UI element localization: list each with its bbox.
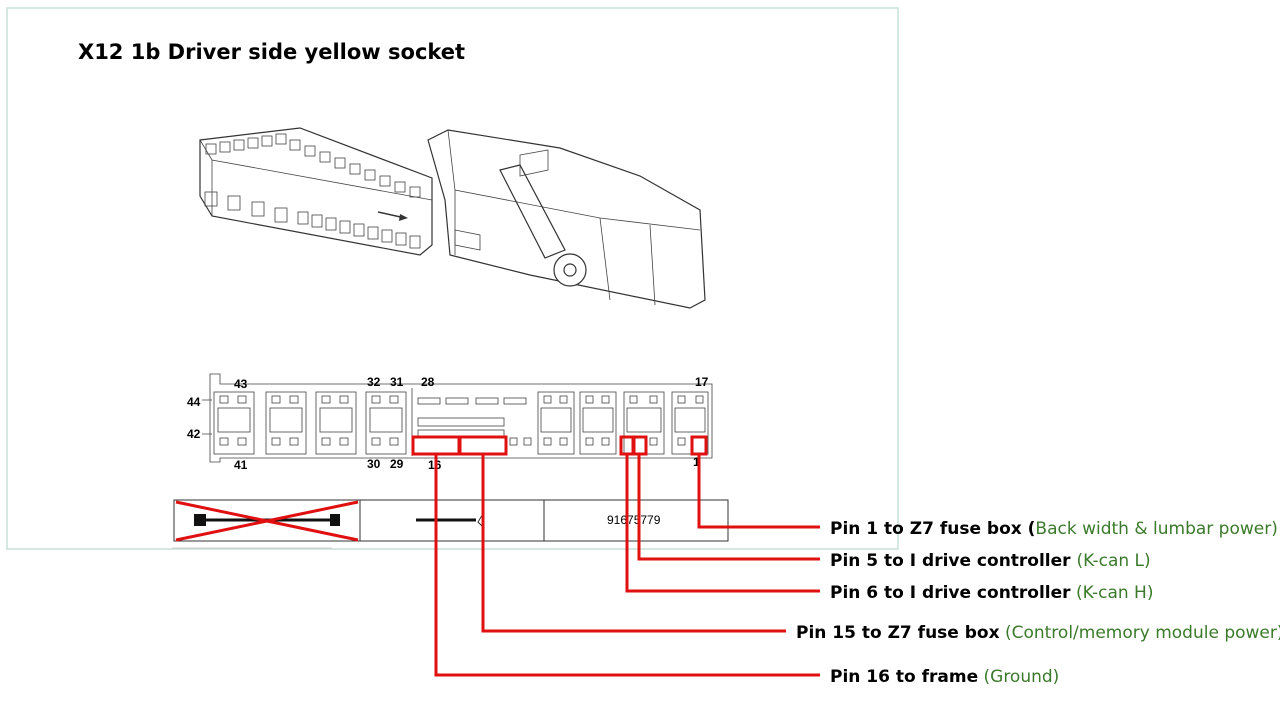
leader-line-pin-5 [637,454,820,561]
pin-label-28: 28 [421,375,435,389]
pinout-face: 43 32 31 28 17 44 42 41 30 29 16 1 [187,373,713,472]
pin-label-1: 1 [693,455,700,469]
figure-frame [6,7,899,550]
annotation-pin-6: Pin 6 to I drive controller (K-can H) [830,583,1153,603]
annotations: Pin 1 to Z7 fuse box (Back width & lumba… [796,519,1280,687]
cross-out-line [175,500,359,542]
annotation-pin-5: Pin 5 to I drive controller (K-can L) [830,551,1151,571]
leader-line-pin-16 [434,454,820,677]
pin-label-32: 32 [367,375,381,389]
connector-housing [427,129,706,309]
annotation-pin-1: Pin 1 to Z7 fuse box (Back width & lumba… [830,519,1278,539]
pin-label-17: 17 [695,375,709,389]
pin-label-44: 44 [187,395,201,409]
leader-lines [434,454,820,677]
leader-line-pin-1 [697,454,820,529]
connector-illustration [199,127,433,256]
pin-label-42: 42 [187,427,201,441]
pin-label-31: 31 [390,375,404,389]
pin-label-29: 29 [390,457,404,471]
part-number: 91675779 [607,513,661,527]
annotation-pin-16: Pin 16 to frame (Ground) [830,667,1059,687]
leader-line-pin-15 [481,454,786,633]
pin-label-43: 43 [234,377,248,391]
pin-label-41: 41 [234,458,248,472]
annotation-pin-15: Pin 15 to Z7 fuse box (Control/memory mo… [796,623,1280,643]
pin-label-30: 30 [367,457,381,471]
wire-table: 91675779 [172,499,729,549]
leader-line-pin-6 [625,454,820,593]
diagram-title: X12 1b Driver side yellow socket [78,40,465,64]
